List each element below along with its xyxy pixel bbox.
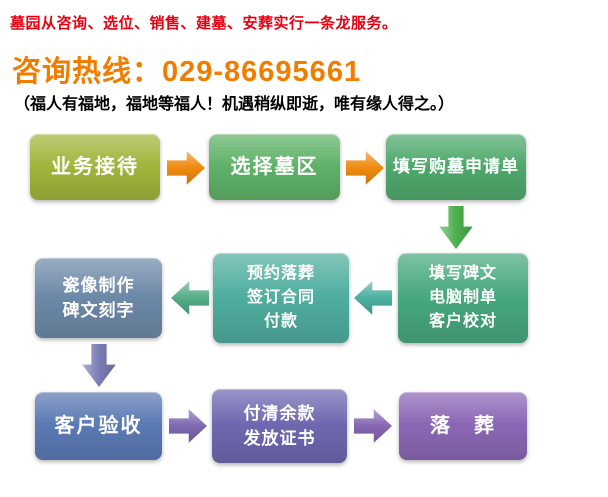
step-burial: 落 葬: [399, 392, 527, 460]
arrow-right-icon: [167, 151, 205, 185]
step-customer-acceptance: 客户验收: [35, 392, 162, 460]
arrow-left-icon: [354, 281, 392, 315]
step-final-payment-certificate: 付清余款 发放证书: [212, 389, 347, 463]
hotline-text: 咨询热线：029-86695661: [12, 56, 362, 88]
arrow-right-icon: [354, 409, 392, 443]
arrow-right-icon: [346, 151, 384, 185]
step-purchase-application: 填写购墓申请单: [386, 134, 526, 200]
arrow-right-icon: [169, 409, 207, 443]
step-select-plot: 选择墓区: [209, 134, 340, 200]
arrow-down-icon: [82, 344, 116, 387]
arrow-left-icon: [171, 281, 209, 315]
step-epitaph-entry: 填写碑文 电脑制单 客户校对: [398, 253, 528, 343]
service-tagline: 墓园从咨询、选位、销售、建墓、安葬实行一条龙服务。: [10, 15, 398, 32]
arrow-down-icon: [439, 206, 473, 249]
step-burial-appointment-contract: 预约落葬 签订合同 付款: [213, 253, 349, 343]
step-business-reception: 业务接待: [30, 134, 160, 200]
slogan-text: （福人有福地，福地等福人！机遇稍纵即逝，唯有缘人得之。）: [14, 96, 455, 113]
step-porcelain-engraving: 瓷像制作 碑文刻字: [35, 258, 162, 338]
